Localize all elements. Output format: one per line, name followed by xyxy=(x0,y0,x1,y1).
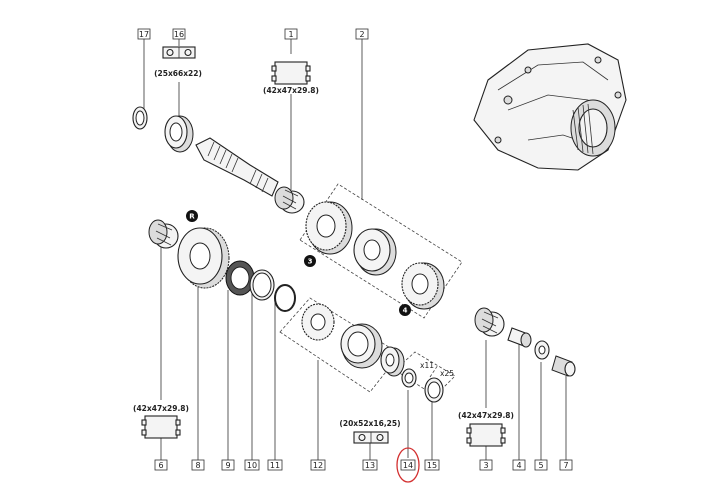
callout-6[interactable]: 6 xyxy=(154,459,168,471)
svg-text:5: 5 xyxy=(538,461,543,470)
svg-text:3: 3 xyxy=(308,258,313,266)
svg-text:11: 11 xyxy=(270,461,280,470)
svg-text:R: R xyxy=(189,213,195,221)
part-6-needle-bearing[interactable] xyxy=(148,219,179,249)
part-5-washer[interactable] xyxy=(534,340,550,360)
part-8-reverse-gear[interactable] xyxy=(177,227,230,289)
callout-10[interactable]: 10 xyxy=(244,459,260,471)
callout-1[interactable]: 1 xyxy=(284,28,298,40)
svg-text:7: 7 xyxy=(563,461,568,470)
badge-3rd: 3 xyxy=(304,255,316,267)
highlight-circle xyxy=(396,447,420,483)
badge-reverse: R xyxy=(186,210,198,222)
part-14-shim[interactable] xyxy=(401,368,417,388)
callout-15[interactable]: 15 xyxy=(424,459,440,471)
part-1-needle-bearing[interactable] xyxy=(274,186,305,214)
callout-16[interactable]: 16 xyxy=(172,28,186,40)
part-17-circlip[interactable] xyxy=(132,106,148,130)
callout-7[interactable]: 7 xyxy=(559,459,573,471)
bearing-icon-3 xyxy=(466,423,506,447)
callout-3[interactable]: 3 xyxy=(479,459,493,471)
dimension-3: (42x47x29.8) xyxy=(458,411,514,420)
dimension-13: (20x52x16,25) xyxy=(339,419,400,428)
callout-5[interactable]: 5 xyxy=(534,459,548,471)
dimension-1: (42x47x29.8) xyxy=(263,86,319,95)
part-3-needle-bearing[interactable] xyxy=(474,307,505,337)
svg-text:13: 13 xyxy=(365,461,375,470)
callout-17[interactable]: 17 xyxy=(137,28,151,40)
part-2-gear-cluster[interactable] xyxy=(305,201,445,310)
gearbox-housing-illustration xyxy=(473,43,627,171)
callout-12[interactable]: 12 xyxy=(310,459,326,471)
bearing-icon-16 xyxy=(162,46,196,59)
svg-text:10: 10 xyxy=(247,461,257,470)
part-7-nut[interactable] xyxy=(551,355,576,377)
part-10-ring[interactable] xyxy=(249,269,275,301)
bearing-icon-13 xyxy=(353,431,389,444)
svg-text:2: 2 xyxy=(359,30,364,39)
dimension-16: (25x66x22) xyxy=(154,69,202,78)
part-11-snap-ring[interactable] xyxy=(274,284,296,312)
callout-9[interactable]: 9 xyxy=(221,459,235,471)
callout-13[interactable]: 13 xyxy=(362,459,378,471)
badge-4th: 4 xyxy=(399,304,411,316)
bearing-icon-1 xyxy=(271,61,311,85)
svg-text:9: 9 xyxy=(225,461,230,470)
callout-11[interactable]: 11 xyxy=(267,459,283,471)
callout-8[interactable]: 8 xyxy=(191,459,205,471)
svg-text:8: 8 xyxy=(195,461,200,470)
svg-text:16: 16 xyxy=(174,30,184,39)
main-shaft xyxy=(195,137,279,197)
svg-text:4: 4 xyxy=(403,307,408,315)
svg-text:6: 6 xyxy=(158,461,163,470)
svg-text:14: 14 xyxy=(403,461,413,470)
leader-lines xyxy=(143,38,567,460)
part-4-sleeve[interactable] xyxy=(507,327,532,348)
bearing-icon-6 xyxy=(141,415,181,439)
callout-14[interactable]: 14 xyxy=(396,447,420,483)
svg-text:4: 4 xyxy=(516,461,521,470)
callout-4[interactable]: 4 xyxy=(512,459,526,471)
svg-text:15: 15 xyxy=(427,461,437,470)
callout-2[interactable]: 2 xyxy=(355,28,369,40)
dimension-6: (42x47x29.8) xyxy=(133,404,189,413)
quantity-25: x25 xyxy=(440,369,454,378)
part-9-synchro-ring[interactable] xyxy=(225,260,255,296)
part-12-synchro-hub[interactable] xyxy=(301,303,383,369)
svg-text:1: 1 xyxy=(288,30,293,39)
svg-text:17: 17 xyxy=(139,30,149,39)
part-15-shim[interactable] xyxy=(424,377,444,403)
part-16-ball-bearing[interactable] xyxy=(164,115,194,153)
quantity-11: x11 xyxy=(420,361,434,370)
svg-text:12: 12 xyxy=(313,461,323,470)
svg-text:3: 3 xyxy=(483,461,488,470)
part-13-ball-bearing[interactable] xyxy=(380,346,405,377)
